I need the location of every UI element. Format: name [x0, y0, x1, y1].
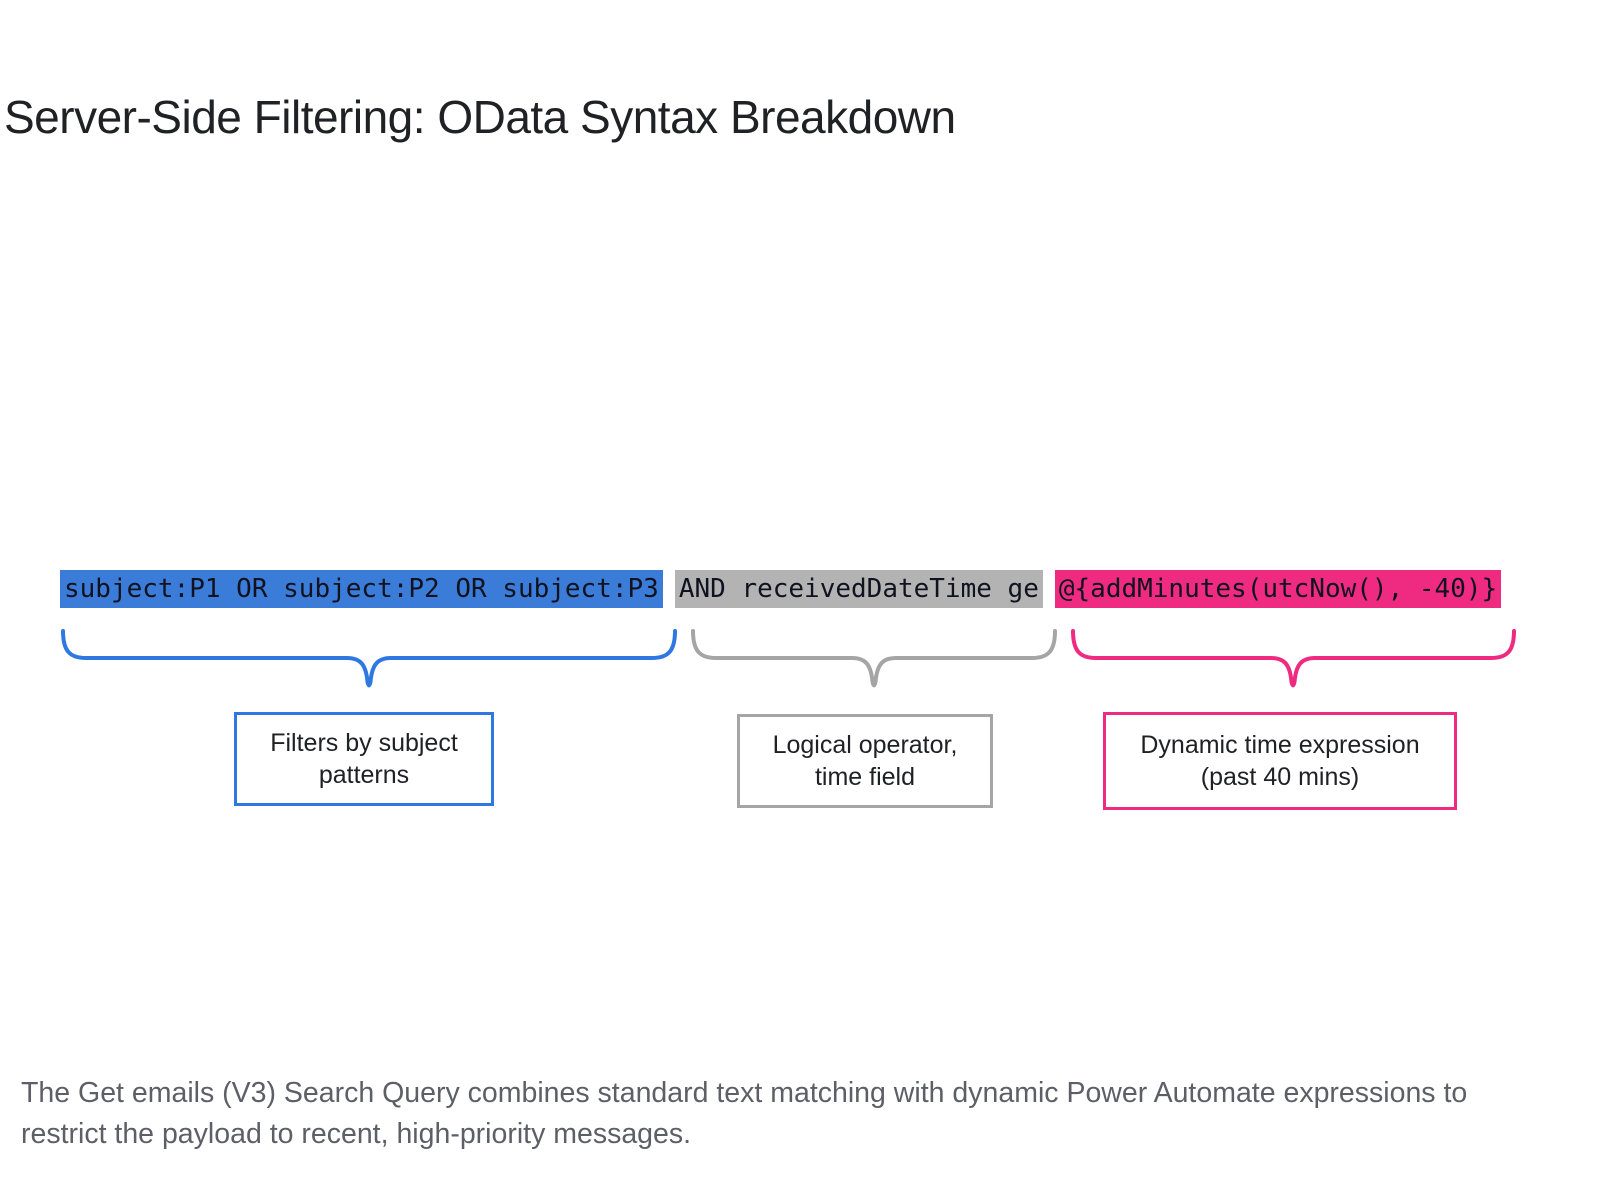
code-segment-dynamic-expression: @{addMinutes(utcNow(), -40)}: [1054, 570, 1502, 608]
annotation-box-subject-filter: Filters by subject patterns: [234, 712, 494, 806]
code-segment-logical-operator: AND receivedDateTime ge: [674, 570, 1043, 608]
odata-query-code-line: subject:P1 OR subject:P2 OR subject:P3 A…: [60, 570, 1502, 608]
annotation-box-logical-operator: Logical operator, time field: [737, 714, 993, 808]
page-title: Server-Side Filtering: OData Syntax Brea…: [4, 90, 956, 143]
annotation-line: (past 40 mins): [1200, 763, 1360, 791]
annotation-box-dynamic-expression: Dynamic time expression (past 40 mins): [1103, 712, 1457, 810]
brace-logical-operator-path: [691, 629, 1057, 688]
annotation-line: patterns: [318, 761, 410, 789]
brace-dynamic-expression: [1071, 629, 1516, 688]
brace-logical-operator: [691, 629, 1057, 688]
annotation-line: time field: [814, 763, 916, 791]
brace-dynamic-expression-path: [1071, 629, 1516, 688]
annotation-line: Filters by subject: [270, 729, 458, 757]
code-segment-subject-filter: subject:P1 OR subject:P2 OR subject:P3: [60, 570, 663, 608]
slide-caption: The Get emails (V3) Search Query combine…: [21, 1076, 1468, 1150]
annotation-line: Logical operator,: [772, 731, 958, 759]
brace-subject-filter: [61, 629, 677, 688]
brace-subject-filter-path: [61, 629, 677, 688]
annotation-line: Dynamic time expression: [1140, 731, 1420, 759]
